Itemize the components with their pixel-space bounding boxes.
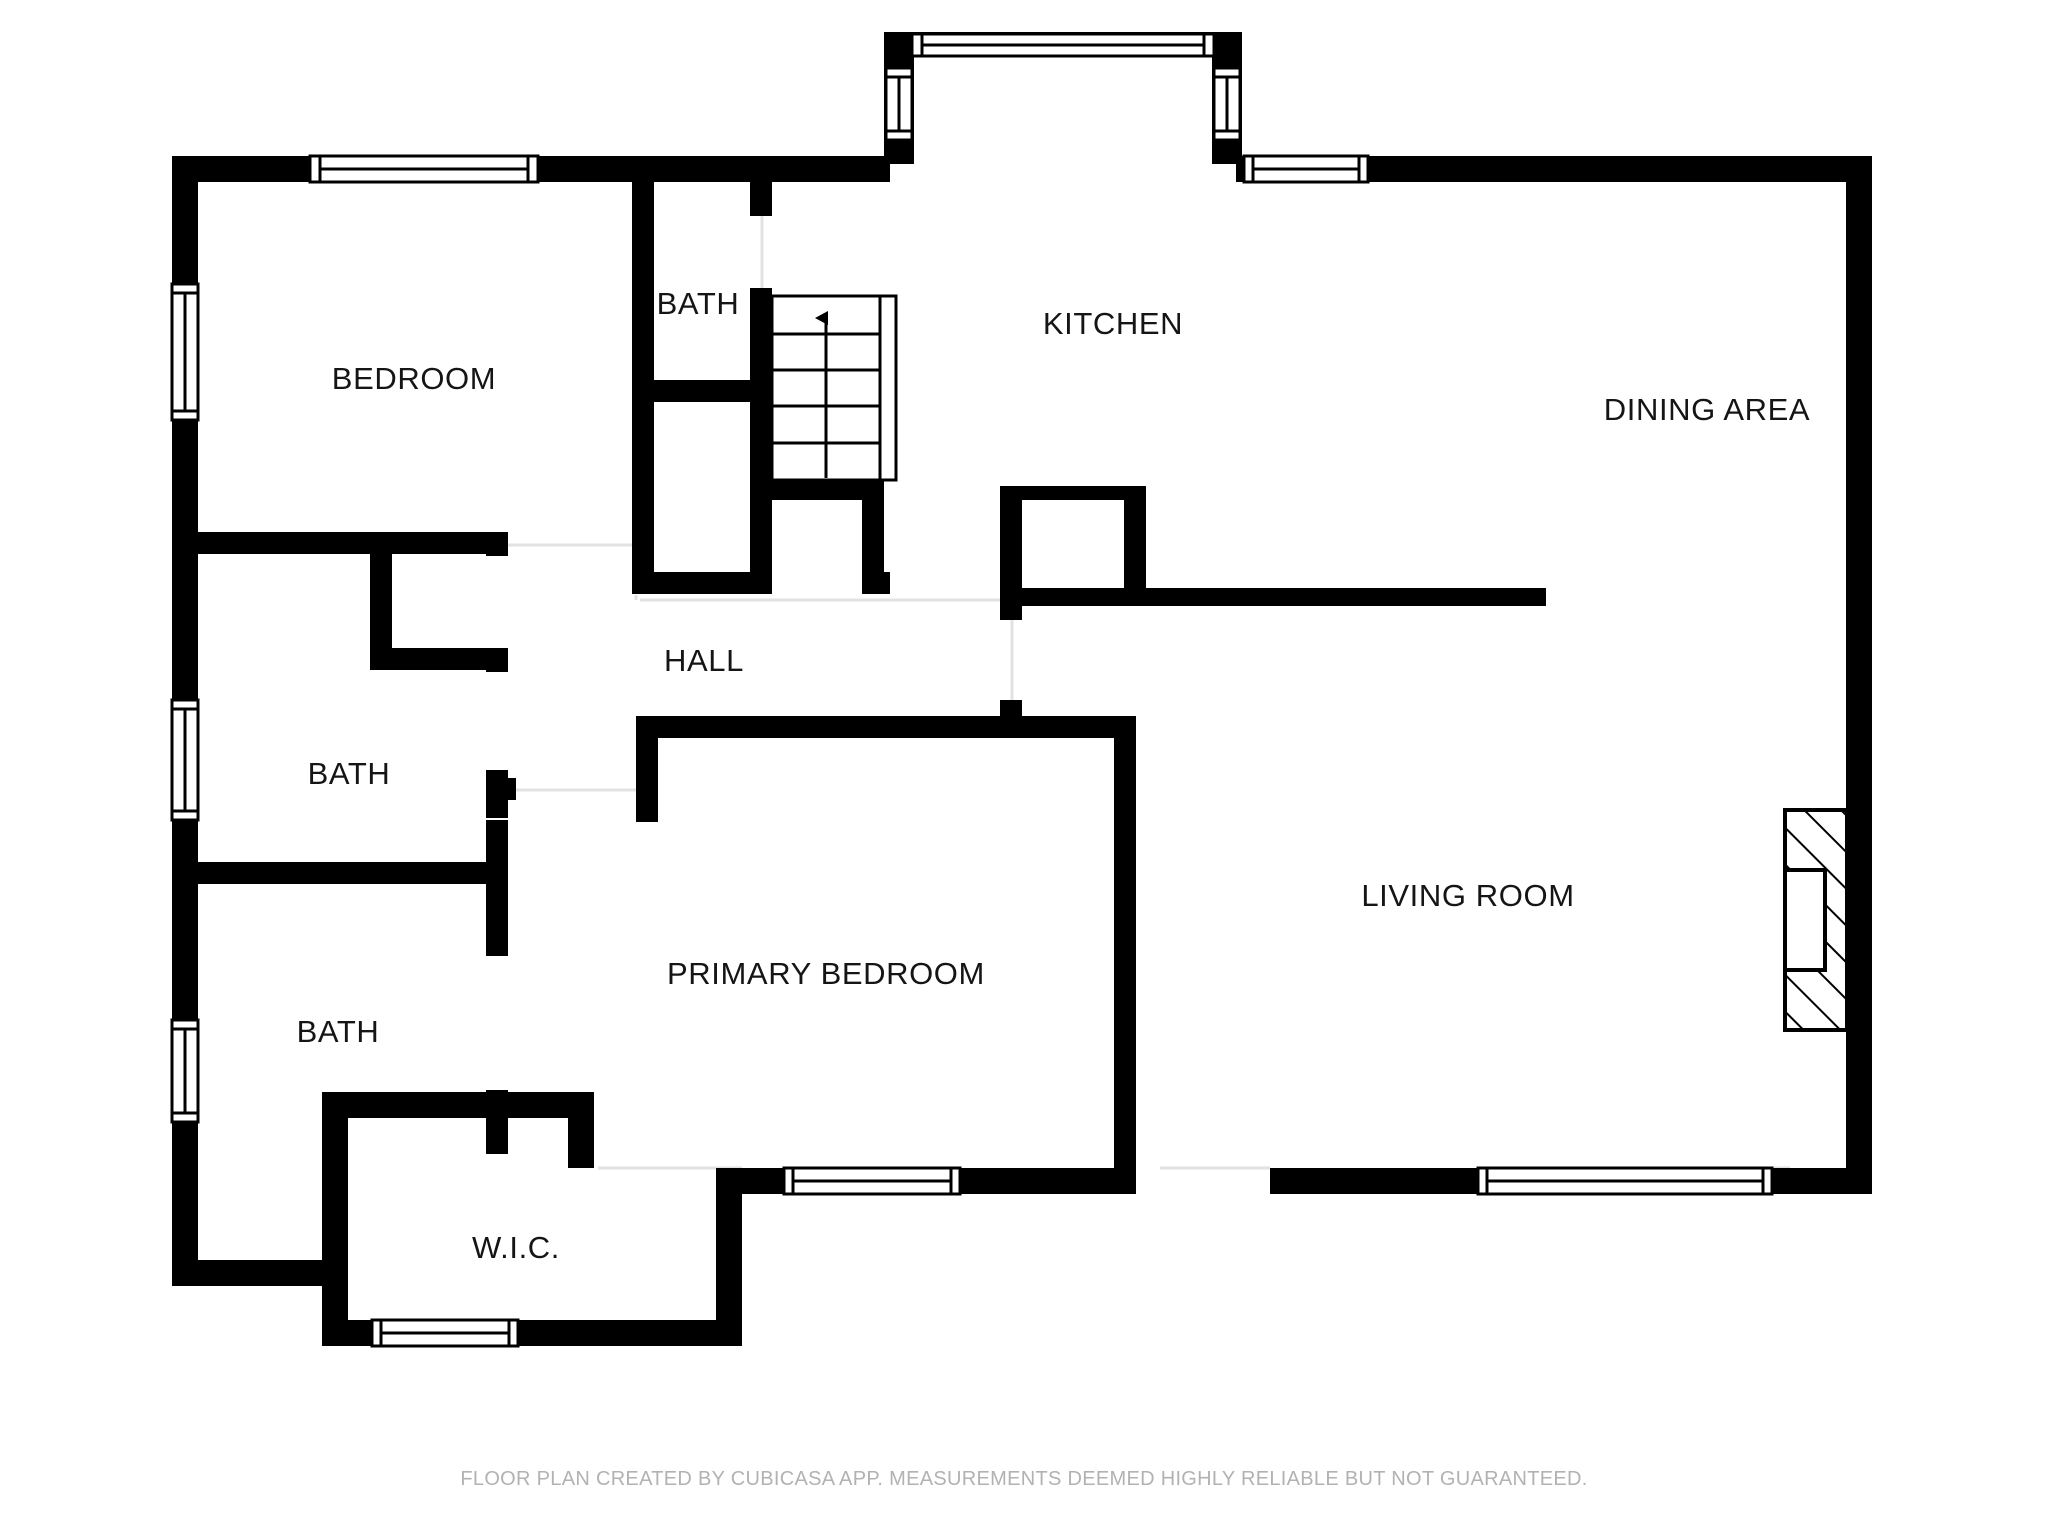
wall-left-a [172,156,198,284]
wall-top-right-b [1366,156,1566,182]
wall-primary-right [1114,716,1136,1174]
window-bay-top [910,32,1216,58]
wall-wic-top [322,1092,594,1118]
window-left-bedroom [170,282,200,422]
fireplace [1783,808,1849,1032]
room-label-primary-bedroom: PRIMARY BEDROOM [667,956,985,991]
wall-top-left-b [540,156,770,182]
wall-wic-right-lower [716,1168,742,1346]
wall-counter-run [1000,588,1546,606]
room-label-dining-area: DINING AREA [1604,392,1810,427]
room-labels: BEDROOM BATH KITCHEN DINING AREA HALL BA… [297,286,1810,1265]
wall-left-d [172,1122,198,1286]
wall-closet-left-v [370,538,392,668]
wall-bath-lower-s [632,572,772,594]
wall-stair-closet-top [772,478,884,500]
stairs-up [770,294,898,482]
wall-primary-left-jog [636,796,658,822]
wall-island-right [1124,486,1146,596]
fireplace-firebox [1783,868,1827,972]
wall-bath-lower-left-v [632,402,654,594]
wall-bedroom-bath-v [632,156,654,396]
wall-wic-right-upper [568,1092,594,1168]
wall-bottom-c [1270,1168,1480,1194]
wall-primary-left-upper [636,716,658,818]
window-bottom-primary-bedroom [782,1166,962,1196]
window-left-bath-middle [170,698,200,822]
window-bay-left [884,66,914,142]
room-label-bedroom: BEDROOM [332,361,496,396]
wall-island-top [1000,486,1146,500]
wall-bedroom-south [190,532,508,554]
wall-right [1846,156,1872,1172]
wall-primary-top [636,716,1136,738]
window-bay-right [1212,66,1242,142]
window-wic-bottom [370,1318,520,1348]
wall-bottom-a [716,1168,784,1194]
wall-stair-closet-right [862,478,884,594]
wall-bath-upper-s [632,380,750,402]
footer-disclaimer: FLOOR PLAN CREATED BY CUBICASA APP. MEAS… [460,1468,1588,1490]
room-label-kitchen: KITCHEN [1043,306,1183,341]
wall-bath-hall-v-c [486,1090,508,1154]
wall-island-left [1000,486,1022,596]
wall-stair-closet-br [862,572,890,594]
wall-wic-left [322,1092,348,1346]
wall-bath-upper-r-top [750,156,772,216]
window-dining-top [1242,154,1370,184]
wall-bath-hall-v-b [486,820,508,956]
room-label-bath-lower: BATH [297,1014,380,1049]
room-label-living-room: LIVING ROOM [1361,878,1574,913]
wall-top-right-c [1560,156,1870,182]
room-label-bath-middle: BATH [308,756,391,791]
wall-closet-bottom [370,648,500,670]
window-left-bath-lower [170,1018,200,1124]
wall-top-center [770,156,890,182]
wall-left-b [172,420,198,700]
wall-bottom-b [960,1168,1136,1194]
window-bedroom-top [308,154,540,184]
room-label-bath-upper: BATH [657,286,740,321]
room-label-hall: HALL [664,643,744,678]
wall-hall-stub [486,778,516,800]
wall-hall-primary-corner [1000,700,1022,738]
room-label-wic: W.I.C. [472,1230,560,1265]
wall-bath-divider [190,862,508,884]
wall-bottom-d [1770,1168,1872,1194]
windows [170,32,1774,1348]
wall-bottom-left-leg [172,1260,328,1286]
wall-closet-right-bot [486,648,508,672]
wall-hall-kitchen-stub [1000,596,1022,620]
wall-bath-upper-r-bot [750,288,772,578]
interior-walls [190,156,1546,1174]
wall-closet-right-top [486,532,508,556]
window-bottom-living-room [1476,1166,1774,1196]
wall-wic-bottom-b [510,1320,742,1346]
